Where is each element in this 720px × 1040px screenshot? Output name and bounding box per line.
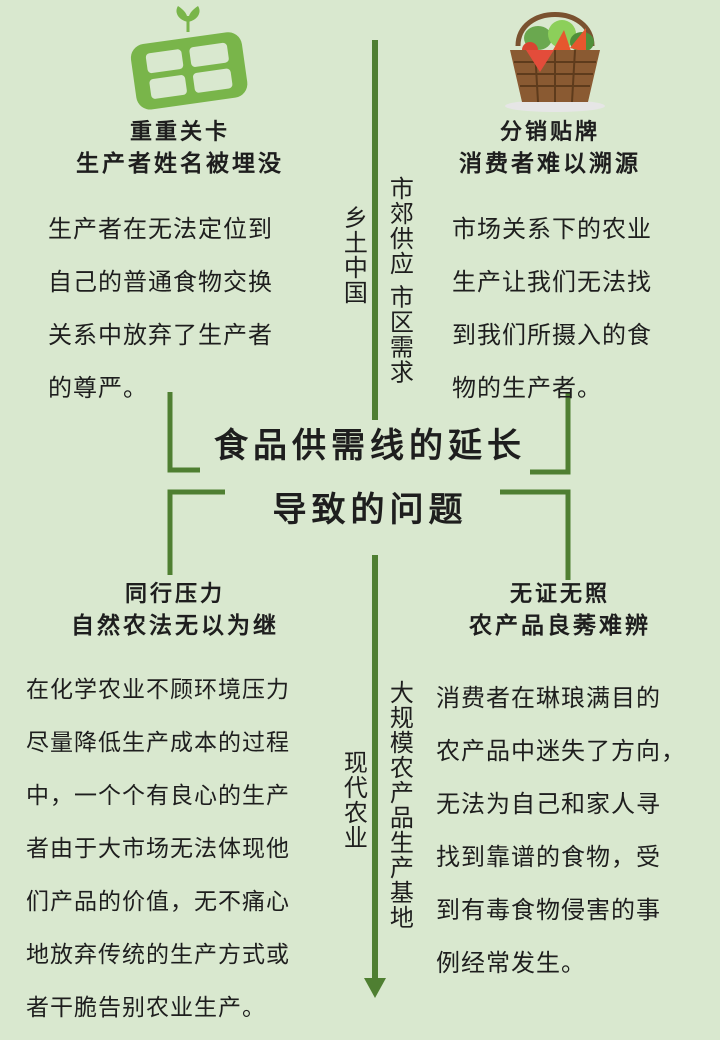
bottom-right-title: 无证无照 bbox=[509, 581, 610, 607]
top-left-subtitle: 生产者姓名被埋没 bbox=[76, 149, 284, 177]
bottom-left-body: 在化学农业不顾环境压力 尽量降低生产成本的过程 中，一个个有良心的生产 者由于大… bbox=[26, 677, 290, 1021]
top-right-subtitle: 消费者难以溯源 bbox=[459, 149, 641, 177]
top-left-title: 重重关卡 bbox=[129, 119, 230, 145]
bottom-right-heading: 无证无照 农产品良莠难辨 bbox=[410, 580, 710, 641]
center-title-line2: 导致的问题 bbox=[272, 490, 468, 530]
center-title: 食品供需线的延长 导致的问题 bbox=[170, 414, 570, 542]
top-left-axis-label: 乡土中国 bbox=[339, 205, 368, 305]
bottom-left-axis-label: 现代农业 bbox=[339, 750, 368, 850]
bottom-right-axis-label: 大规模农产品生产基地 bbox=[385, 680, 414, 930]
center-title-line1: 食品供需线的延长 bbox=[214, 426, 526, 466]
connector-bottom-left bbox=[167, 489, 225, 575]
top-right-heading: 分销贴牌 消费者难以溯源 bbox=[400, 118, 700, 179]
top-right-axis-label: 市郊供应 市区需求 bbox=[385, 176, 414, 385]
top-left-heading: 重重关卡 生产者姓名被埋没 bbox=[30, 118, 330, 179]
farm-field-icon bbox=[130, 6, 248, 110]
bottom-left-title: 同行压力 bbox=[124, 581, 225, 607]
top-right-title: 分销贴牌 bbox=[499, 119, 600, 145]
connector-top-left bbox=[167, 392, 200, 473]
bottom-left-heading: 同行压力 自然农法无以为继 bbox=[20, 580, 330, 641]
connector-bottom-right bbox=[500, 489, 571, 580]
vegetable-basket-icon bbox=[505, 12, 605, 112]
bottom-right-subtitle: 农产品良莠难辨 bbox=[469, 611, 651, 639]
top-right-body: 市场关系下的农业 生产让我们无法找 到我们所摄入的食 物的生产者。 bbox=[452, 215, 652, 402]
top-left-body: 生产者在无法定位到 自己的普通食物交换 关系中放弃了生产者 的尊严。 bbox=[48, 215, 273, 402]
bottom-right-body: 消费者在琳琅满目的 农产品中迷失了方向， 无法为自己和家人寻 找到靠谱的食物，受… bbox=[436, 684, 686, 977]
bottom-left-subtitle: 自然农法无以为继 bbox=[71, 611, 279, 639]
connector-top-right bbox=[530, 392, 571, 475]
timeline-arrowhead bbox=[364, 978, 386, 998]
